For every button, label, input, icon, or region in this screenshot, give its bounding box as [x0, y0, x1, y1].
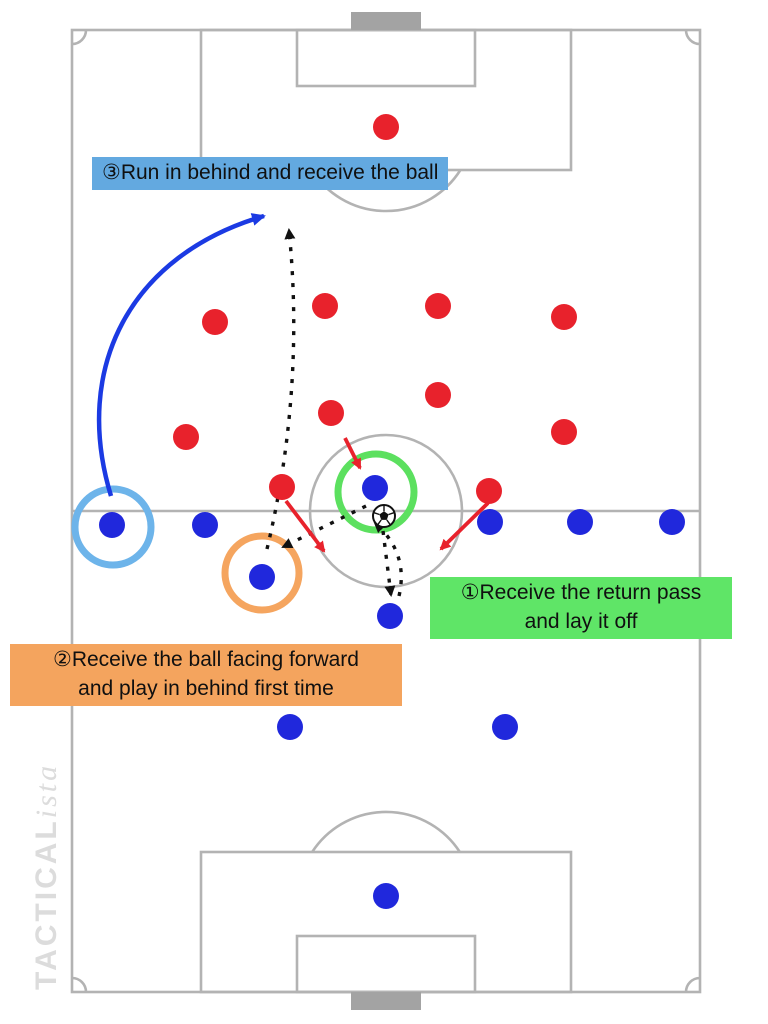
penalty-area-bottom [199, 850, 573, 994]
player-blue-10[interactable] [492, 714, 518, 740]
corner-arc-bottom-left [71, 976, 88, 993]
players-red [173, 114, 577, 504]
ball-seams [373, 505, 395, 526]
label-run-text: ③Run in behind and receive the ball [102, 161, 439, 184]
watermark-main: TACTICAL [30, 818, 63, 990]
player-red-9[interactable] [551, 419, 577, 445]
arrow-press-3[interactable] [439, 501, 490, 551]
highlight-orange-ring[interactable] [221, 532, 303, 614]
player-blue-4[interactable] [362, 475, 388, 501]
label-run-in-behind[interactable]: ③Run in behind and receive the ball [92, 157, 449, 190]
label-facing-line-1: ②Receive the ball facing forward [53, 648, 359, 671]
label-facing-line-2: and play in behind first time [78, 676, 334, 700]
penalty-area-top [199, 28, 573, 172]
arrow-long-pass[interactable] [265, 228, 296, 550]
label-return-line-1: ①Receive the return pass [460, 581, 702, 604]
player-red-10[interactable] [269, 474, 295, 500]
player-blue-1[interactable] [99, 512, 125, 538]
arrow-pass-down[interactable] [381, 530, 396, 597]
label-return-pass[interactable]: ①Receive the return pass and lay it off [430, 577, 732, 639]
penalty-arc-bottom [311, 810, 461, 853]
label-return-line-2: and lay it off [524, 609, 638, 633]
players-blue [99, 475, 685, 909]
player-red-7[interactable] [318, 400, 344, 426]
player-red-1[interactable] [373, 114, 399, 140]
goal-top [351, 12, 421, 30]
corner-arc-bottom-right [684, 976, 701, 993]
label-facing-forward[interactable]: ②Receive the ball facing forward and pla… [10, 644, 402, 706]
ball-pentagon [379, 511, 389, 520]
arrow-run-in-behind[interactable] [96, 213, 266, 497]
arrow-lay-off[interactable] [281, 504, 367, 549]
highlight-blue-ring[interactable] [71, 485, 155, 569]
arrow-press-1[interactable] [343, 437, 362, 470]
player-blue-9[interactable] [277, 714, 303, 740]
player-blue-11[interactable] [373, 883, 399, 909]
player-blue-7[interactable] [659, 509, 685, 535]
corner-arc-top-left [71, 29, 88, 46]
player-red-5[interactable] [551, 304, 577, 330]
watermark: TACTICALista [30, 763, 63, 990]
ball[interactable] [372, 504, 396, 528]
player-blue-8[interactable] [377, 603, 403, 629]
player-blue-6[interactable] [567, 509, 593, 535]
watermark-accent: ista [30, 763, 63, 818]
corner-arc-top-right [684, 29, 701, 46]
player-blue-5[interactable] [477, 509, 503, 535]
player-red-2[interactable] [202, 309, 228, 335]
goal-area-top [295, 28, 477, 88]
player-red-11[interactable] [476, 478, 502, 504]
player-red-3[interactable] [312, 293, 338, 319]
arrow-press-2[interactable] [284, 499, 326, 553]
player-blue-3[interactable] [249, 564, 275, 590]
goal-area-bottom [295, 934, 477, 994]
player-red-6[interactable] [173, 424, 199, 450]
pitch [70, 12, 702, 1010]
arrows [96, 213, 490, 597]
highlight-rings [71, 450, 418, 614]
arrow-return-pass[interactable] [373, 521, 403, 597]
player-blue-2[interactable] [192, 512, 218, 538]
player-red-4[interactable] [425, 293, 451, 319]
player-red-8[interactable] [425, 382, 451, 408]
goal-bottom [351, 992, 421, 1010]
